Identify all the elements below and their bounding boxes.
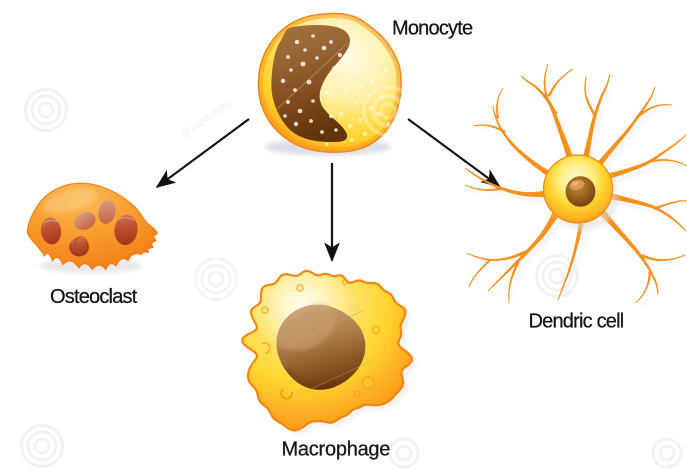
- svg-text:Dendric cell: Dendric cell: [529, 311, 624, 333]
- svg-text:Osteoclast: Osteoclast: [50, 286, 138, 308]
- svg-text:Macrophage: Macrophage: [282, 439, 391, 461]
- svg-text:Monocyte: Monocyte: [392, 17, 473, 39]
